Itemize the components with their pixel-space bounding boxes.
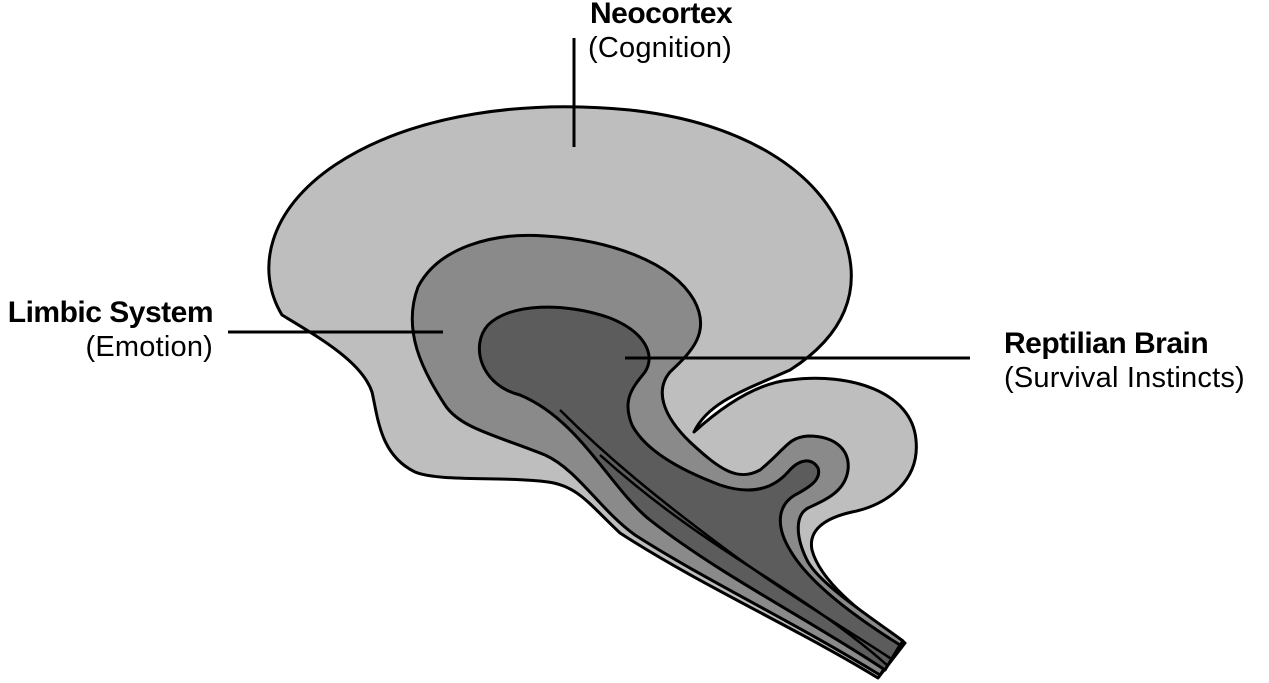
reptilian-label: Reptilian Brain (Survival Instincts) [1004,327,1245,395]
neocortex-title: Neocortex [590,0,733,30]
reptilian-region [478,305,902,672]
reptilian-subtitle: (Survival Instincts) [1004,361,1245,394]
limbic-title: Limbic System [7,296,214,329]
brainstem-fiber-line [599,454,889,667]
brainstem-fiber-line [559,409,894,662]
limbic-label: Limbic System (Emotion) [7,296,214,364]
neocortex-subtitle: (Cognition) [588,31,733,64]
reptilian-title: Reptilian Brain [1004,327,1209,360]
limbic-subtitle: (Emotion) [85,330,213,363]
neocortex-label: Neocortex (Cognition) [588,0,733,65]
